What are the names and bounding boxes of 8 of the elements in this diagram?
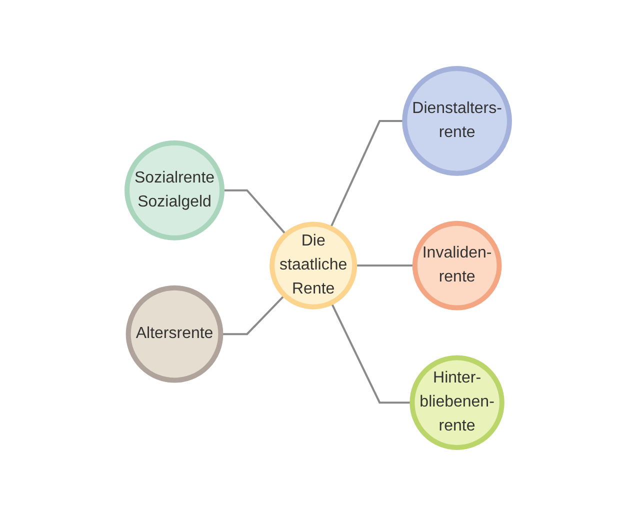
node-circle: Invaliden- rente xyxy=(412,220,502,310)
node-circle: Sozialrente Sozialgeld xyxy=(124,140,224,240)
connector xyxy=(330,302,412,404)
node-circle: Dienstalters- rente xyxy=(402,66,512,176)
node-circle: Die staatliche Rente xyxy=(269,222,357,310)
node-circle: Altersrente xyxy=(126,285,223,383)
node-circle: Hinter- bliebenen- rente xyxy=(409,355,504,450)
connector xyxy=(329,120,404,228)
